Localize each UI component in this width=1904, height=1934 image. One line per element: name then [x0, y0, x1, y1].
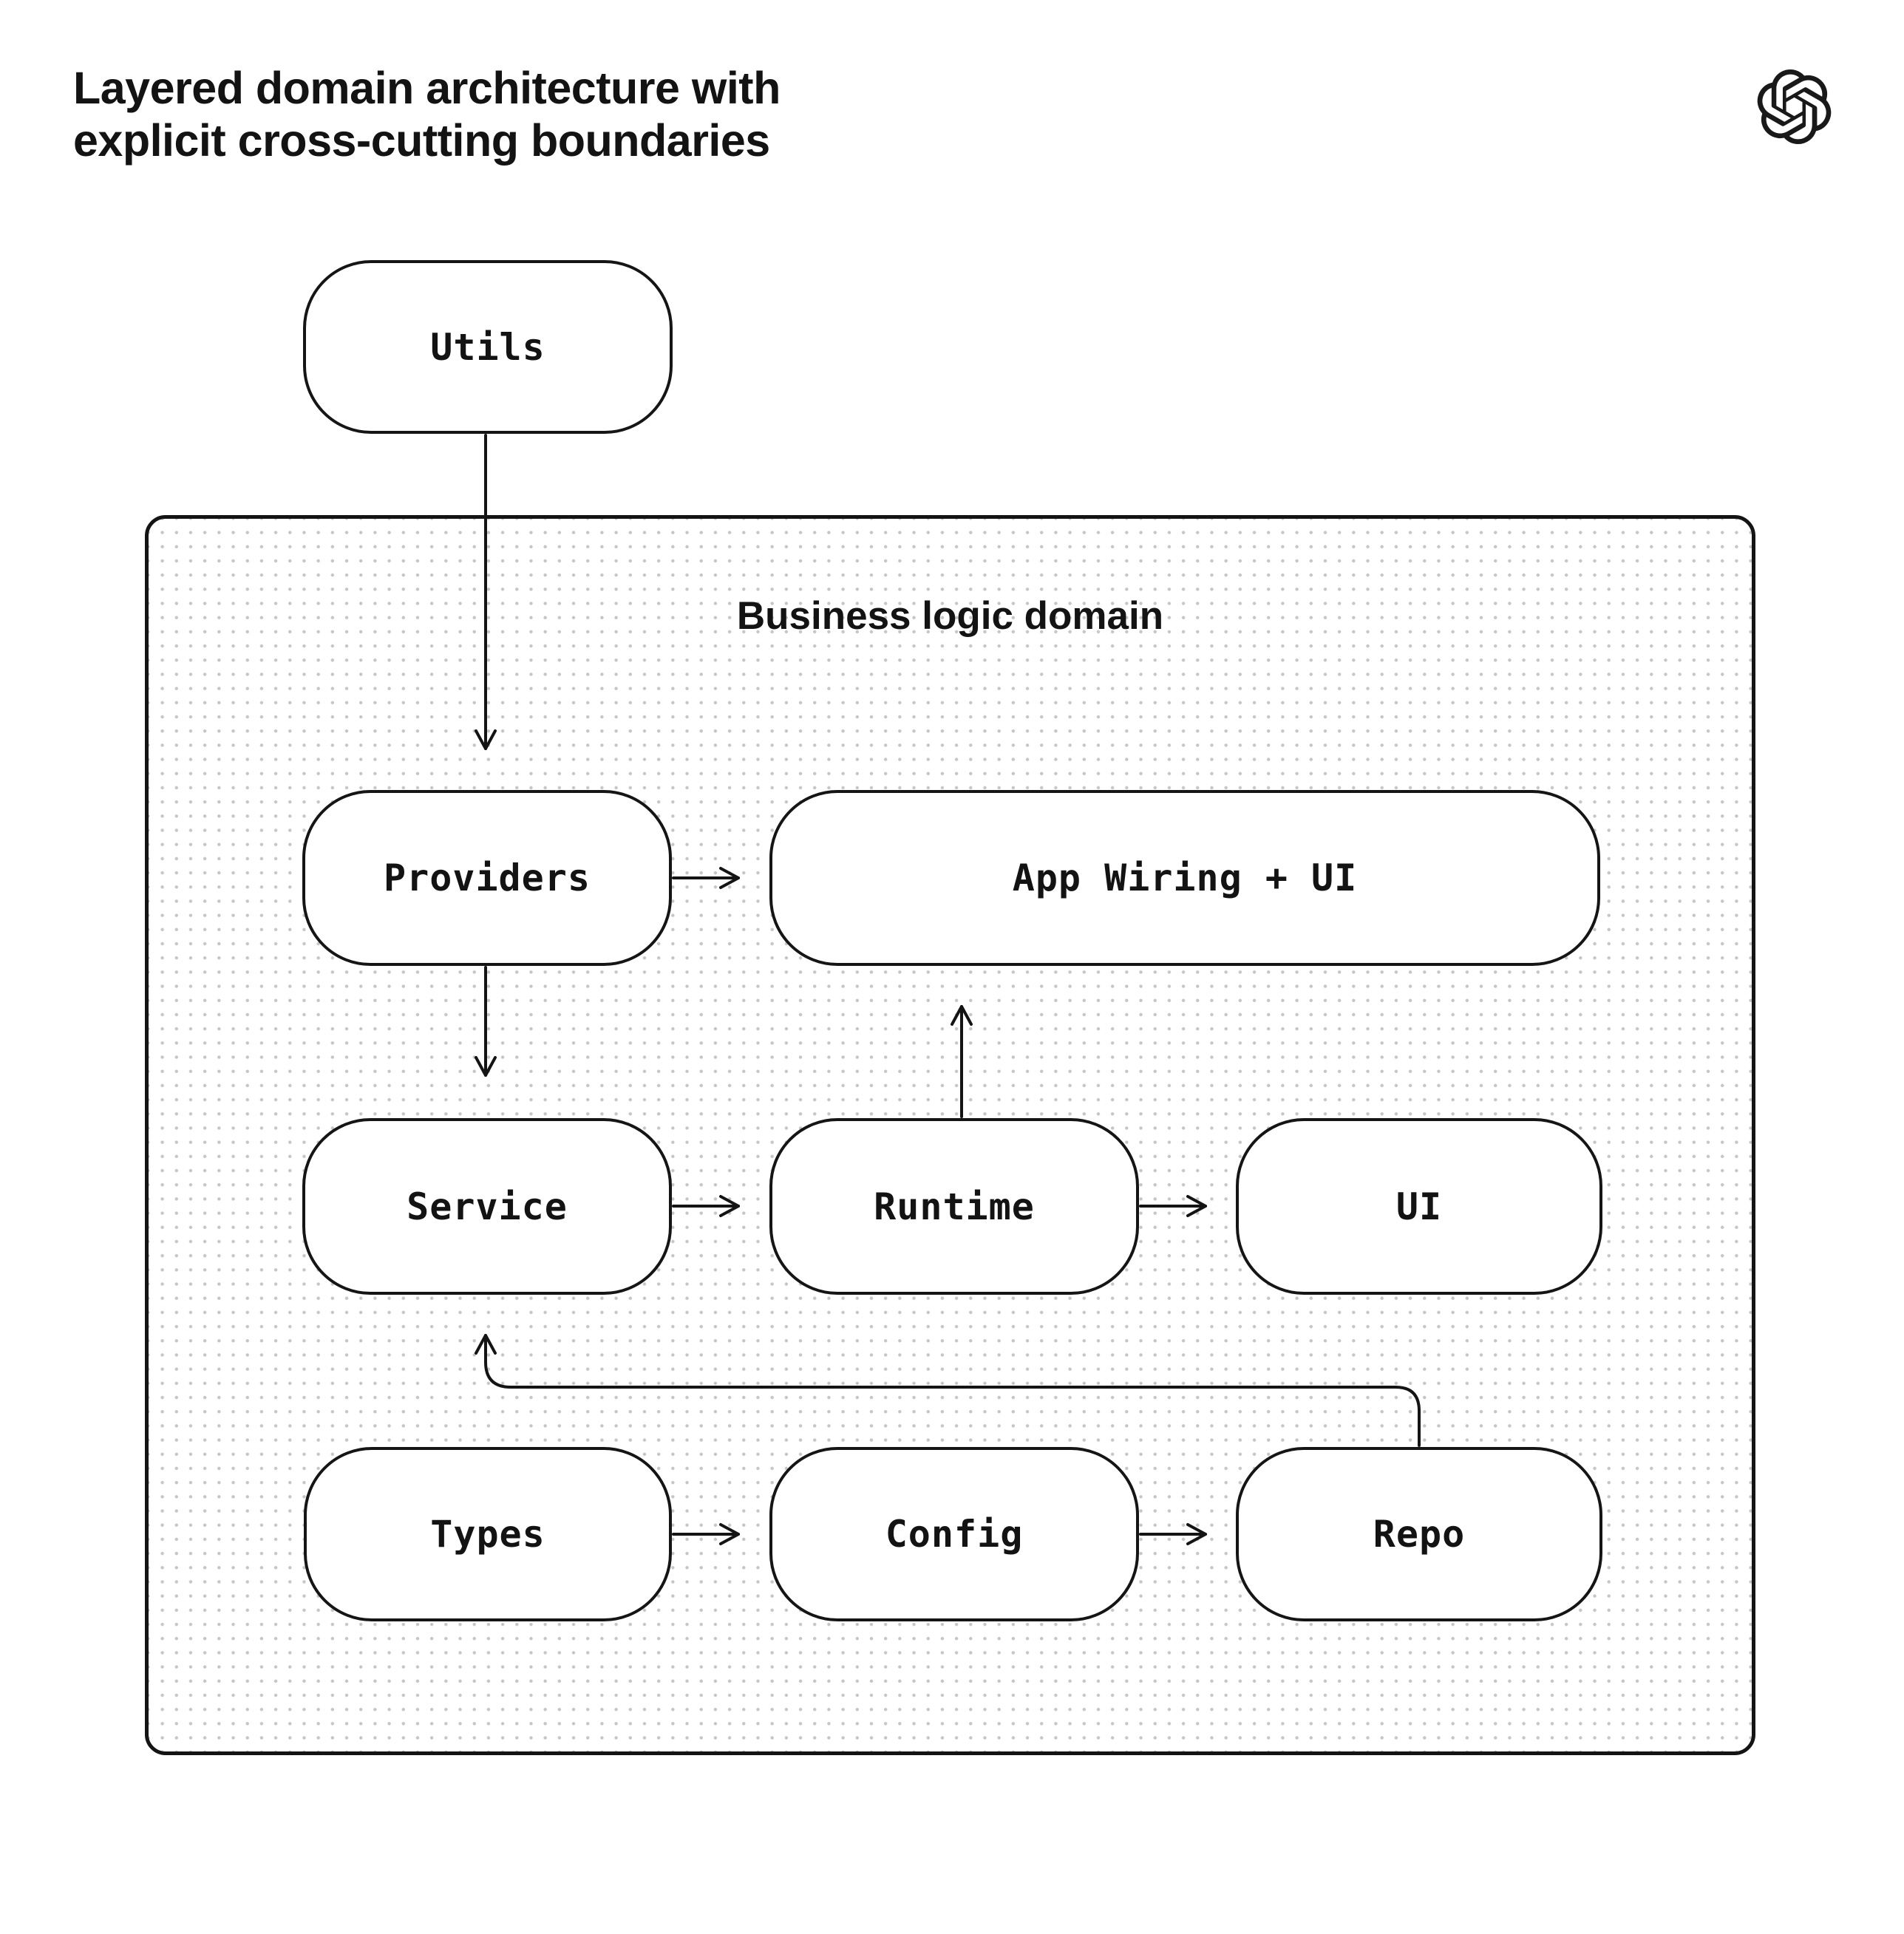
- node-repo-label: Repo: [1373, 1513, 1466, 1556]
- node-ui: UI: [1236, 1118, 1602, 1295]
- node-providers-label: Providers: [384, 857, 591, 899]
- node-utils: Utils: [303, 260, 673, 434]
- node-repo: Repo: [1236, 1447, 1602, 1621]
- node-app-wiring-ui-label: App Wiring + UI: [1012, 857, 1358, 899]
- openai-logo-icon: [1757, 69, 1832, 145]
- node-runtime-label: Runtime: [874, 1185, 1035, 1228]
- node-types-label: Types: [430, 1513, 545, 1556]
- node-runtime: Runtime: [769, 1118, 1139, 1295]
- node-service-label: Service: [407, 1185, 568, 1228]
- business-logic-domain-label: Business logic domain: [736, 594, 1164, 638]
- node-providers: Providers: [302, 790, 672, 966]
- node-app-wiring-ui: App Wiring + UI: [769, 790, 1600, 966]
- node-config: Config: [769, 1447, 1139, 1621]
- page-title-line-1: Layered domain architecture with: [73, 63, 781, 113]
- node-utils-label: Utils: [430, 325, 545, 369]
- node-config-label: Config: [885, 1513, 1024, 1556]
- page-title: Layered domain architecture with explici…: [73, 62, 781, 167]
- node-service: Service: [302, 1118, 672, 1295]
- page-title-line-2: explicit cross-cutting boundaries: [73, 115, 770, 166]
- node-ui-label: UI: [1395, 1185, 1443, 1228]
- node-types: Types: [304, 1447, 672, 1621]
